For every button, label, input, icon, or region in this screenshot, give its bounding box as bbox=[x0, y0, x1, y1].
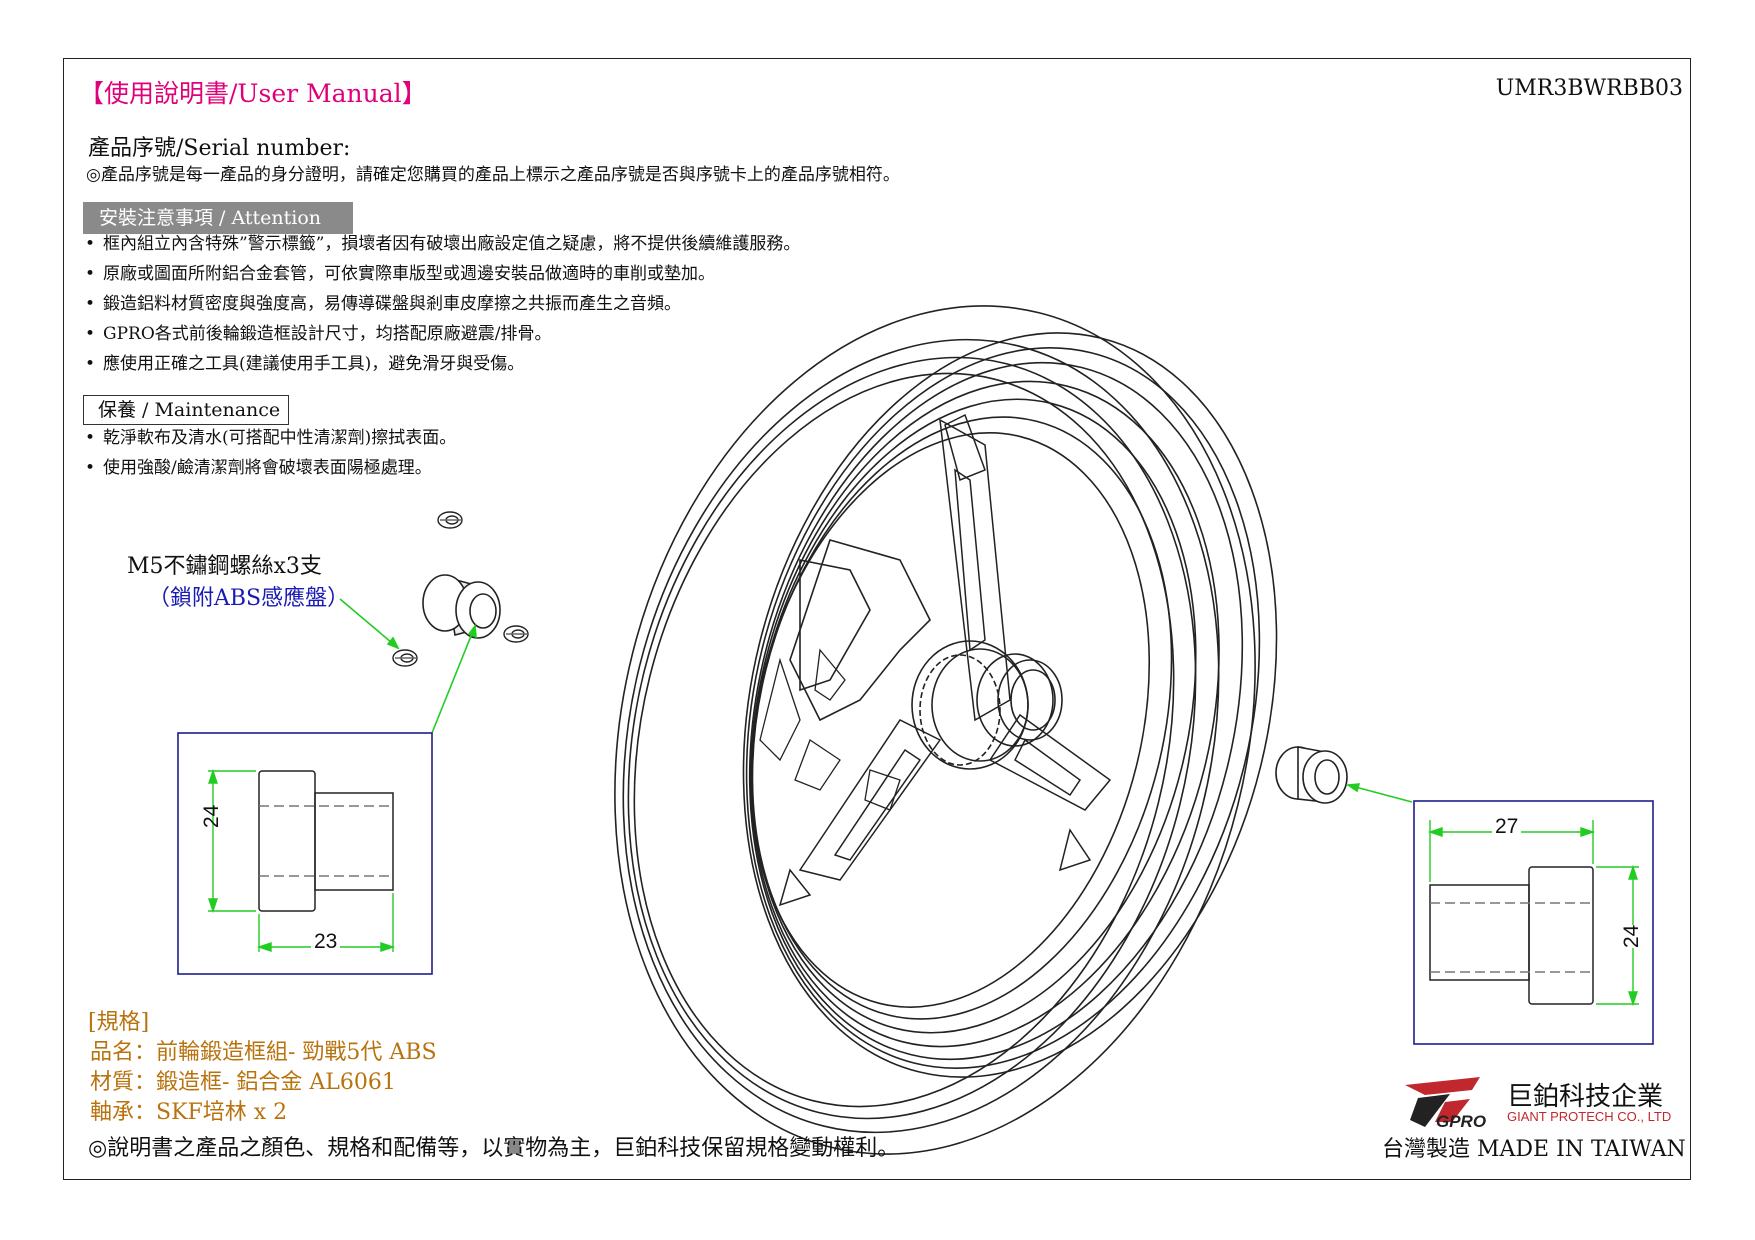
screw-callout-sub: （鎖附ABS感應盤） bbox=[148, 586, 350, 611]
spec-product: 品名：前輪鍛造框組- 勁戰5代 ABS bbox=[90, 1040, 437, 1065]
maintenance-item: 使用強酸/鹼清潔劑將會破壞表面陽極處理。 bbox=[85, 453, 456, 483]
attention-list: 框內組立內含特殊”警示標籤”，損壞者因有破壞出廠設定值之疑慮，將不提供後續維護服… bbox=[85, 229, 800, 379]
serial-note: ◎產品序號是每一產品的身分證明，請確定您購買的產品上標示之產品序號是否與序號卡上… bbox=[86, 165, 900, 185]
attention-item: 應使用正確之工具(建議使用手工具)，避免滑牙與受傷。 bbox=[85, 349, 800, 379]
wheel-spokes bbox=[778, 413, 1112, 907]
left-height-dimension: 24 bbox=[200, 804, 223, 828]
screw-icon bbox=[392, 649, 418, 667]
leader-lines bbox=[339, 598, 1413, 803]
disclaimer: ◎說明書之產品之顏色、規格和配備等，以實物為主，巨鉑科技保留規格變動權利。 bbox=[88, 1136, 900, 1161]
left-dimension-lines bbox=[208, 768, 396, 952]
left-detail-box bbox=[177, 732, 433, 975]
maintenance-item: 乾淨軟布及清水(可搭配中性清潔劑)擦拭表面。 bbox=[85, 423, 456, 453]
gpro-logo bbox=[1405, 1077, 1480, 1127]
wheel-hub bbox=[789, 539, 1063, 770]
left-collar-drawing bbox=[258, 770, 394, 912]
logo-text: GPRO bbox=[1436, 1112, 1487, 1131]
company-name-zh: 巨鉑科技企業 bbox=[1507, 1082, 1664, 1112]
attention-item: GPRO各式前後輪鍛造框設計尺寸，均搭配原廠避震/排骨。 bbox=[85, 319, 800, 349]
screw-icon bbox=[437, 511, 463, 529]
spec-bearing: 軸承：SKF培林 x 2 bbox=[90, 1100, 288, 1125]
wheel-rim bbox=[614, 305, 1278, 1155]
spec-material: 材質：鍛造框- 鋁合金 AL6061 bbox=[90, 1070, 396, 1095]
right-spacer-collar bbox=[1275, 746, 1348, 804]
right-dimension-lines bbox=[1427, 820, 1639, 1007]
company-name-en: GIANT PROTECH CO., LTD bbox=[1507, 1109, 1672, 1124]
left-spacer-collar bbox=[422, 574, 501, 639]
made-in-taiwan: 台灣製造 MADE IN TAIWAN bbox=[1382, 1137, 1686, 1162]
screw-callout-label: M5不鏽鋼螺絲x3支 bbox=[127, 554, 322, 579]
attention-item: 鍛造鋁料材質密度與強度高，易傳導碟盤與剎車皮摩擦之共振而產生之音頻。 bbox=[85, 289, 800, 319]
right-collar-drawing bbox=[1429, 866, 1594, 1005]
product-code: UMR3BWRBB03 bbox=[1495, 76, 1683, 101]
wheel-cutouts bbox=[759, 648, 901, 811]
manual-title: 【使用說明書/User Manual】 bbox=[79, 79, 427, 108]
left-width-dimension: 23 bbox=[311, 930, 341, 954]
page-frame bbox=[63, 58, 1691, 1180]
attention-item: 框內組立內含特殊”警示標籤”，損壞者因有破壞出廠設定值之疑慮，將不提供後續維護服… bbox=[85, 229, 800, 259]
right-height-dimension: 24 bbox=[1620, 924, 1644, 948]
attention-item: 原廠或圖面所附鋁合金套管，可依實際車版型或週邊安裝品做適時的車削或墊加。 bbox=[85, 259, 800, 289]
right-width-dimension: 27 bbox=[1492, 815, 1522, 839]
spec-heading: [規格] bbox=[88, 1010, 150, 1035]
right-detail-box bbox=[1413, 800, 1654, 1045]
maintenance-list: 乾淨軟布及清水(可搭配中性清潔劑)擦拭表面。 使用強酸/鹼清潔劑將會破壞表面陽極… bbox=[85, 423, 456, 483]
screw-icon bbox=[503, 625, 529, 643]
serial-number-label: 產品序號/Serial number: bbox=[88, 136, 351, 161]
